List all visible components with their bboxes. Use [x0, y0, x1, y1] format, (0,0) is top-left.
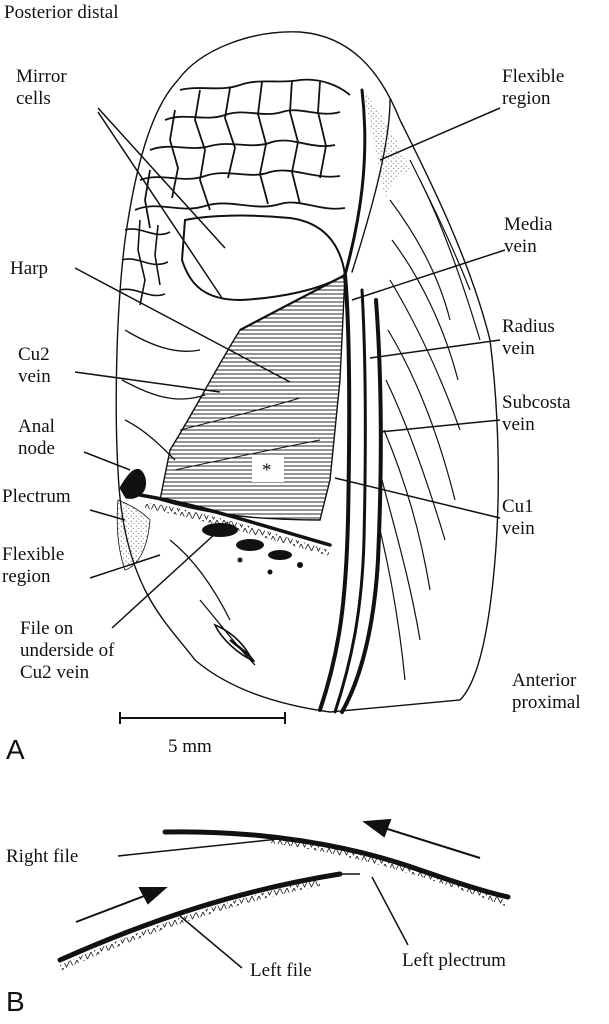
label-left-file: Left file — [250, 960, 312, 981]
asterisk-box — [252, 456, 284, 482]
label-anal-node: Anal node — [18, 416, 55, 459]
leader-harp — [74, 267, 291, 383]
label-posterior-distal: Posterior distal — [4, 2, 119, 23]
left-cell-network — [119, 219, 171, 306]
mirror-cell-network — [134, 78, 351, 229]
leader-right-file — [117, 837, 289, 857]
leader-flexible-region-bottom — [89, 554, 161, 579]
panel-letter-a: A — [6, 734, 25, 765]
label-cu2-vein: Cu2 vein — [18, 344, 51, 387]
panel-letter-b: B — [6, 986, 25, 1017]
label-media-vein: Media vein — [504, 214, 553, 257]
leader-cu2-vein — [74, 371, 221, 393]
main-veins — [318, 88, 391, 714]
panel-b-arrows — [75, 818, 481, 923]
panel-b-right-file — [162, 829, 511, 906]
leader-cu1-vein — [334, 477, 501, 519]
flexible-region-bottom-stipple — [116, 499, 151, 571]
leader-anal-node — [83, 451, 131, 471]
flexible-region-top-stipple — [362, 90, 410, 200]
lower-left-veins — [121, 329, 256, 666]
leader-left-file — [179, 915, 243, 969]
scale-bar — [119, 712, 286, 724]
anal-node-and-cu2 — [119, 468, 332, 547]
leader-media-vein — [351, 249, 506, 301]
label-left-plectrum: Left plectrum — [402, 950, 506, 971]
leader-flexible-region-top — [379, 107, 501, 161]
label-cu1-vein: Cu1 vein — [502, 496, 535, 539]
leader-lines-a — [74, 107, 506, 629]
wing-outline — [115, 31, 499, 713]
label-mirror-cells: Mirror cells — [16, 66, 67, 109]
label-radius-vein: Radius vein — [502, 316, 555, 359]
label-file-underside: File on underside of Cu2 vein — [20, 618, 115, 683]
leader-plectrum — [89, 509, 126, 521]
leader-left-plectrum — [371, 876, 409, 946]
leader-lines-b — [117, 837, 409, 969]
label-subcosta-vein: Subcosta vein — [502, 392, 571, 435]
leader-subcosta-vein — [379, 419, 501, 433]
leader-file-underside — [111, 521, 229, 629]
label-flexible-region-top: Flexible region — [502, 66, 565, 109]
asterisk-label: * — [262, 460, 272, 481]
label-flexible-region-bottom: Flexible region — [2, 544, 65, 587]
label-right-file: Right file — [6, 846, 79, 867]
cross-veins — [379, 159, 481, 681]
harp-region — [159, 273, 346, 521]
label-anterior-proximal: Anterior proximal — [512, 670, 581, 713]
panel-b-left-file — [57, 871, 360, 971]
label-plectrum: Plectrum — [2, 486, 71, 507]
label-harp: Harp — [10, 258, 48, 279]
leader-mirror-cells-2 — [97, 111, 223, 299]
scale-bar-label: 5 mm — [168, 736, 212, 757]
leader-mirror-cells-1 — [97, 107, 226, 249]
leader-radius-vein — [369, 339, 501, 359]
